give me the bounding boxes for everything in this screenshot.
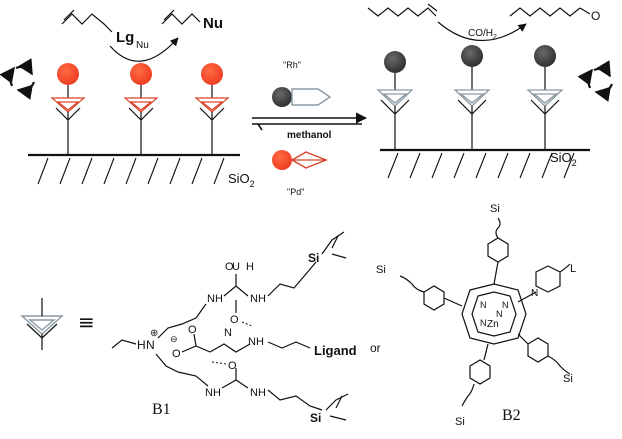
allyl-double-bond <box>63 9 75 21</box>
rh-sphere <box>461 45 483 67</box>
b2-structure: Zn N N N N Si Si N L Si Si B2 <box>376 203 576 428</box>
b2-n-2: N <box>502 300 509 310</box>
catalytic-curved-arrow-right <box>437 21 527 42</box>
pd-site-3 <box>194 63 230 155</box>
allyl-product-double-bond <box>163 9 175 21</box>
pd-sphere <box>130 63 152 85</box>
b2-si-right: Si <box>563 373 573 385</box>
linker-red <box>194 97 230 113</box>
surface-hatching-right <box>387 152 575 179</box>
b1-urea-nh-3: NH <box>205 387 221 399</box>
rh-sphere <box>534 45 556 67</box>
aldehyde-product <box>509 7 581 17</box>
solvent-label: methanol <box>287 130 332 141</box>
b1-minus-charge: ⊖ <box>170 334 178 344</box>
b1-carboxylate-o: O <box>172 348 181 360</box>
linker-gray-free <box>291 88 332 106</box>
linker-gray <box>526 89 564 107</box>
b2-phenyl-left <box>423 285 445 311</box>
b1-urea-o-1-label: O <box>225 261 234 273</box>
b2-n-3: N <box>496 309 503 319</box>
pd-site-1 <box>50 63 86 155</box>
b1-ammonium-h: H <box>137 338 146 352</box>
b1-ligand-label: Ligand <box>314 343 357 358</box>
b1-urea-h-1: H <box>246 261 254 273</box>
alkene-substrate <box>367 7 437 17</box>
rh-sphere <box>384 51 406 73</box>
right-panel: O CO/H2 <box>367 3 614 179</box>
b2-pyridyl <box>535 265 561 293</box>
linker-red <box>50 97 86 113</box>
rh-site-2 <box>453 45 491 150</box>
b2-si-left: Si <box>376 264 386 276</box>
rh-site-1 <box>376 51 414 150</box>
b1-urea-nh-1: NH <box>207 293 223 305</box>
linker-gray <box>376 89 414 107</box>
b2-pyridyl-n: N <box>531 288 538 299</box>
ligand-exchange: "Rh" methanol "Pd" <box>252 60 368 197</box>
b2-si-top: Si <box>490 203 500 215</box>
b2-si-bottom: Si <box>455 416 465 428</box>
b1-carbonyl-o: O <box>230 314 239 326</box>
surface-hatching-left <box>37 157 225 185</box>
rh-label: "Rh" <box>283 60 301 70</box>
allyl-product <box>161 13 201 25</box>
rh-sphere-free <box>272 87 292 107</box>
b2-phenyl-bottom <box>469 359 491 385</box>
b1-urea-nh-2: NH <box>250 293 266 305</box>
b2-zinc: Zn <box>487 319 499 330</box>
b2-label: B2 <box>502 407 521 424</box>
equivalence-symbol: ≡ <box>78 310 95 334</box>
b2-ligand-l: L <box>570 263 576 275</box>
pd-sphere <box>201 63 223 85</box>
pd-label: "Pd" <box>287 187 304 197</box>
support-label-right: SiO2 <box>550 150 577 168</box>
b2-n-1: N <box>480 300 487 310</box>
syngas-label: CO/H2 <box>468 28 497 41</box>
support-label-left: SiO2 <box>228 171 255 189</box>
b1-label: B1 <box>152 401 171 418</box>
aldehyde-oxygen: O <box>591 9 600 23</box>
b2-phenyl-right <box>527 337 549 363</box>
b2-phenyl-top <box>487 237 509 263</box>
pd-sphere <box>57 63 79 85</box>
or-text: or <box>370 341 381 355</box>
recycle-icon-right <box>577 60 614 102</box>
linker-red <box>123 97 159 113</box>
pd-sphere-free <box>272 150 292 170</box>
left-panel: Lg Nu Nu <box>0 9 255 189</box>
b1-mid-n-1: N <box>224 327 232 339</box>
leaving-group-label: Lg <box>116 29 134 46</box>
recycle-icon-left <box>0 58 36 100</box>
b1-mid-o: O <box>228 360 237 372</box>
linker-symbol <box>20 298 64 350</box>
b2-n-4: N <box>480 318 487 328</box>
allyl-substrate <box>61 13 113 33</box>
catalytic-curved-arrow-left <box>109 37 179 62</box>
linker-gray <box>453 89 491 107</box>
rh-site-3 <box>526 45 564 150</box>
pd-site-2 <box>123 63 159 155</box>
b1-silicon-bottom: Si <box>310 411 321 425</box>
b1-carboxylate-o2: O <box>188 324 197 336</box>
b1-structure: H N ⊕ NH O U H NH Si O O ⊖ O N NH Ligand… <box>111 231 357 425</box>
alkene-double-bond <box>427 3 438 12</box>
svg-text:U: U <box>232 261 240 273</box>
b1-ammonium-n: N <box>146 338 155 352</box>
b1-mid-nh: NH <box>248 336 264 348</box>
nucleophile-reagent-label: Nu <box>136 40 149 51</box>
b1-plus-charge: ⊕ <box>150 328 158 339</box>
b1-silicon-top: Si <box>308 251 319 265</box>
b1-urea-nh-4: NH <box>250 387 266 399</box>
nucleophile-product-label: Nu <box>203 15 223 32</box>
